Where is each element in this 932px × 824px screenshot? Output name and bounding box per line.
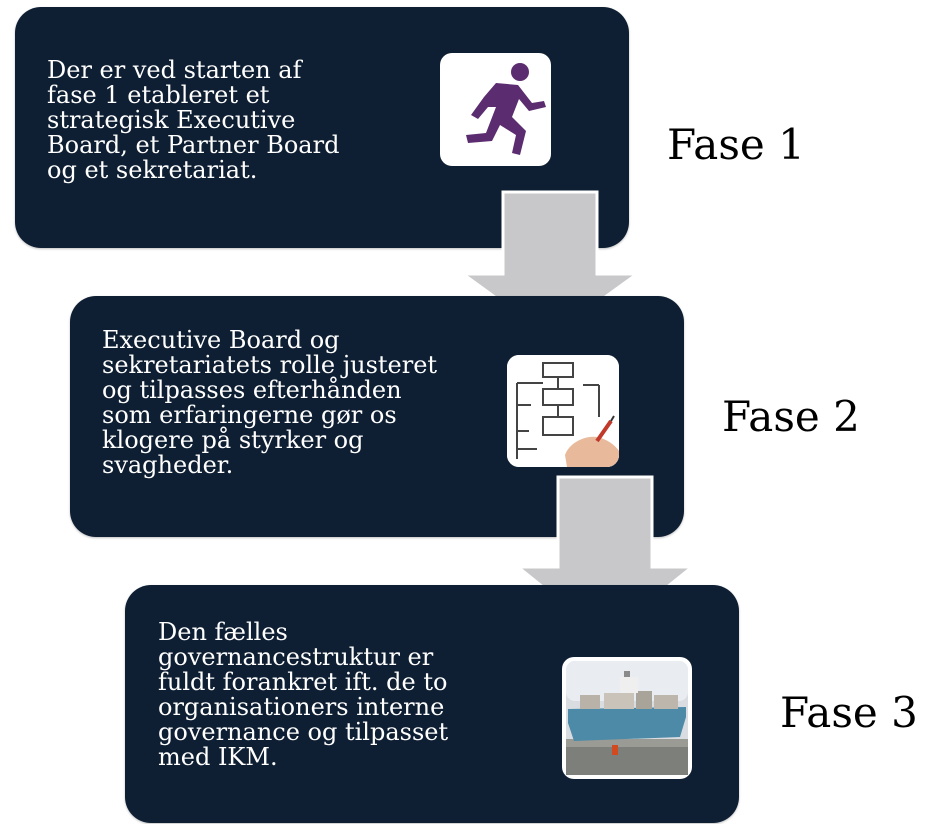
phase-3-label: Fase 3 bbox=[780, 688, 918, 737]
phase-1-label: Fase 1 bbox=[667, 120, 805, 169]
phase-2-text: Executive Board og sekretariatets rolle … bbox=[102, 326, 438, 479]
phase-2-label: Fase 2 bbox=[722, 392, 860, 441]
runner-icon bbox=[440, 53, 551, 166]
container-ship-photo bbox=[562, 657, 692, 779]
org-chart-drawing-icon bbox=[507, 355, 619, 467]
phase-1-text: Der er ved starten af fase 1 etableret e… bbox=[47, 56, 340, 184]
phase-3-text: Den fælles governancestruktur er fuldt f… bbox=[158, 618, 449, 771]
